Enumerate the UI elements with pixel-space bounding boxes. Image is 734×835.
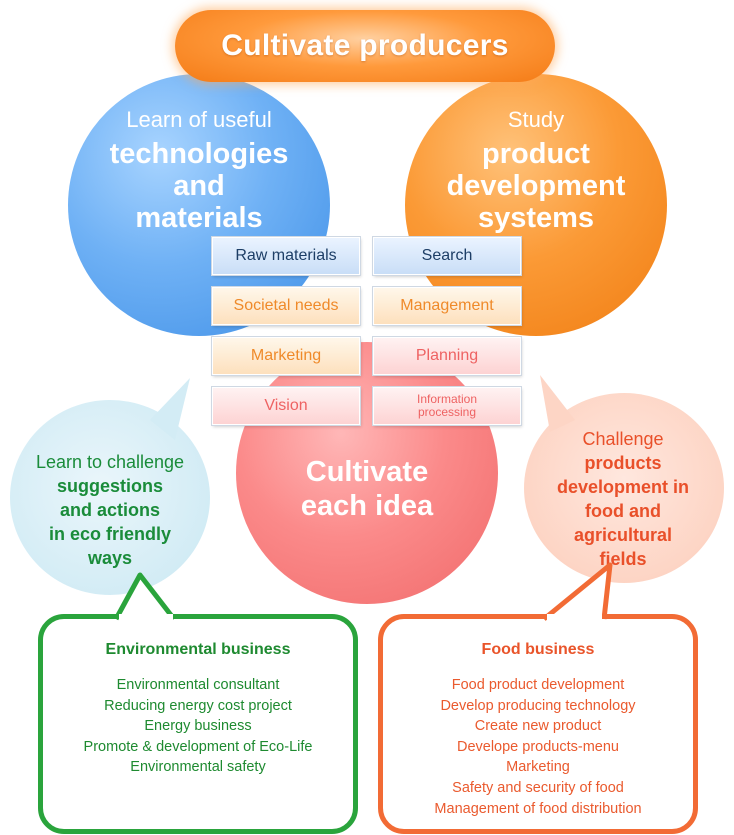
list-item: Environmental safety	[130, 759, 266, 776]
list-item: Environmental consultant	[116, 677, 280, 693]
technologies-line-1: technologies	[109, 138, 289, 170]
eco-challenge-intro: Learn to challenge	[35, 452, 185, 472]
list-item: Food product development	[451, 677, 625, 693]
tag-marketing: Marketing	[212, 337, 360, 375]
food-challenge-text: Challenge products development in food a…	[528, 427, 718, 571]
tag-management: Management	[373, 287, 521, 325]
list-item: Safety and security of food	[452, 779, 624, 796]
technologies-line-2: and	[173, 170, 225, 202]
food-business-box: Food business Food product development D…	[378, 614, 698, 834]
tag-planning-label: Planning	[415, 347, 479, 364]
eco-challenge-line-4: ways	[87, 548, 133, 568]
eco-challenge-line-2: and actions	[59, 500, 161, 520]
tag-raw-materials-label: Raw materials	[235, 247, 337, 264]
left-bubble-tail	[150, 378, 190, 440]
food-tail-outline	[542, 562, 613, 621]
cultivate-idea-circle	[236, 342, 498, 604]
tag-management-label: Management	[400, 297, 494, 314]
cultivate-idea-line-2: each idea	[300, 490, 434, 522]
eco-challenge-text: Learn to challenge suggestions and actio…	[15, 450, 205, 570]
list-item: Develope products-menu	[456, 738, 619, 755]
tag-vision-label: Vision	[264, 397, 308, 414]
tag-planning: Planning	[373, 337, 521, 375]
product-development-line-3: systems	[477, 202, 595, 234]
tag-societal-needs-label: Societal needs	[233, 297, 339, 314]
food-challenge-line-4: agricultural	[573, 525, 673, 545]
tag-search-label: Search	[421, 247, 473, 264]
environmental-business-list: Environmental consultant Reducing energy…	[43, 675, 353, 778]
env-tail-gap	[119, 614, 173, 621]
env-tail-fill	[120, 575, 170, 619]
environmental-business-title: Environmental business	[105, 641, 291, 658]
food-challenge-intro: Challenge	[582, 429, 664, 449]
list-item: Promote & development of Eco-Life	[83, 738, 313, 755]
food-business-title: Food business	[481, 641, 595, 658]
technologies-intro: Learn of useful	[126, 107, 272, 132]
food-challenge-line-2: development in	[556, 477, 690, 497]
list-item: Energy business	[144, 718, 252, 735]
tag-search: Search	[373, 237, 521, 275]
tag-information-processing: Information processing	[373, 387, 521, 425]
tag-raw-materials: Raw materials	[212, 237, 360, 275]
tag-vision: Vision	[212, 387, 360, 425]
list-item: Develop producing technology	[440, 697, 636, 714]
eco-challenge-line-3: in eco friendly	[48, 524, 172, 544]
food-challenge-line-1: products	[584, 453, 662, 473]
cultivate-idea-text: Cultivate each idea	[236, 455, 498, 523]
product-development-line-1: product	[482, 138, 590, 170]
product-development-line-2: development	[446, 170, 626, 202]
environmental-business-box: Environmental business Environmental con…	[38, 614, 358, 834]
product-development-intro: Study	[507, 107, 565, 132]
tag-societal-needs: Societal needs	[212, 287, 360, 325]
tag-information-label: Information	[416, 392, 478, 406]
eco-challenge-line-1: suggestions	[56, 476, 163, 496]
tag-marketing-label: Marketing	[250, 347, 322, 364]
env-tail-outline	[113, 572, 176, 621]
food-challenge-line-3: food and	[585, 501, 661, 521]
title-pill: Cultivate producers	[175, 10, 555, 82]
right-bubble-tail	[540, 375, 575, 432]
food-business-list: Food product development Develop produci…	[383, 675, 693, 819]
list-item: Marketing	[506, 759, 570, 776]
technologies-text: Learn of useful technologies and materia…	[68, 107, 330, 234]
list-item: Create new product	[474, 718, 602, 735]
page-title: Cultivate producers	[221, 29, 509, 62]
list-item: Management of food distribution	[434, 800, 642, 817]
food-tail-gap	[547, 614, 602, 621]
product-development-text: Study product development systems	[405, 107, 667, 234]
list-item: Reducing energy cost project	[104, 697, 292, 714]
tag-processing-label: processing	[417, 405, 477, 419]
technologies-line-3: materials	[135, 202, 263, 234]
cultivate-idea-line-1: Cultivate	[305, 456, 429, 488]
